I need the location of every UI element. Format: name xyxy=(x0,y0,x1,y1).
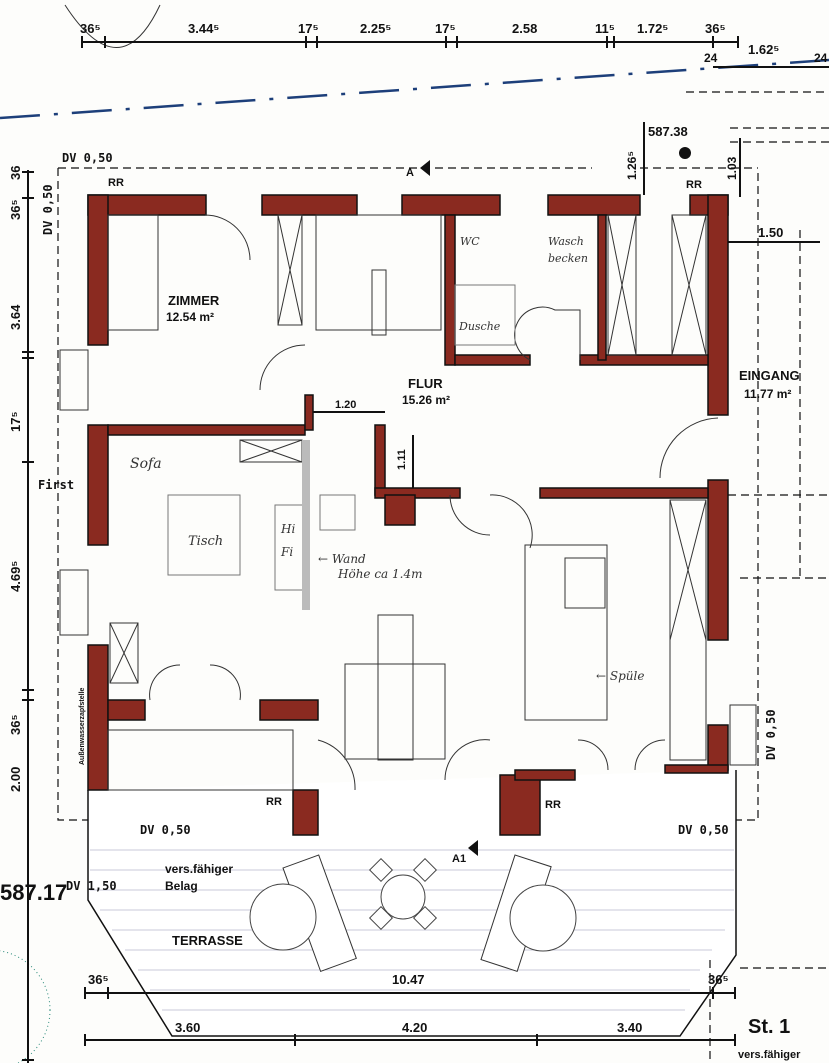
left-dimension-chain: 36 36⁵ 3.64 17⁵ 4.69⁵ 36⁵ 2.00 xyxy=(8,166,34,1063)
room-name-zimmer: ZIMMER xyxy=(168,293,220,308)
flur-depth-dim: 1.11 xyxy=(396,449,408,470)
downpipe-label-4: RR xyxy=(545,799,561,811)
dim-bottom2-1: 4.20 xyxy=(402,1020,427,1035)
terrace xyxy=(87,770,737,1037)
property-line xyxy=(0,58,829,120)
dim-top-2: 17⁵ xyxy=(298,21,319,36)
tree-outline-bottom xyxy=(0,950,51,1063)
note-sink: ← Spüle xyxy=(596,669,644,683)
roof-overhang-terrace: DV 1,50 xyxy=(66,879,117,893)
note-wall-1: ← Wand xyxy=(318,552,366,566)
room-area-eingang: 11.77 m² xyxy=(744,387,791,401)
footer-label: St. 1 xyxy=(748,1016,790,1038)
note-shower: Dusche xyxy=(458,320,501,333)
downpipe-label-3: RR xyxy=(266,796,282,808)
dim-left-4: 36⁵ xyxy=(8,714,23,735)
note-wash-2: becken xyxy=(548,252,588,265)
dim-top-7: 1.72⁵ xyxy=(637,21,668,36)
dim-left-5: 2.00 xyxy=(8,767,23,792)
dim-bottom2-0: 3.60 xyxy=(175,1020,200,1035)
dim-top-0: 36⁵ xyxy=(80,21,101,36)
room-name-eingang: EINGANG xyxy=(739,368,800,383)
patio-table-icon xyxy=(380,874,426,920)
dim-top-3: 2.25⁵ xyxy=(360,21,391,36)
elevation-point-icon xyxy=(679,147,691,159)
outdoor-tap-label: Außenwasserzapfstelle xyxy=(79,687,86,765)
parasol-right-icon xyxy=(509,884,577,952)
dim-top-6: 11⁵ xyxy=(595,21,615,36)
roof-overhang-right: DV 0,50 xyxy=(764,709,778,760)
dim-bottom1-2: 36⁵ xyxy=(708,972,729,987)
dim-top-right-0: 24 xyxy=(704,51,718,65)
note-hifi-2: Fi xyxy=(280,545,293,559)
roof-overhang-outline xyxy=(57,167,759,821)
dim-left-0: 36⁵ xyxy=(8,199,23,220)
dim-top-right-2: 24 xyxy=(814,51,828,65)
roof-overhang-bottom-right: DV 0,50 xyxy=(678,823,729,837)
entry-width-dim: 1.50 xyxy=(758,225,783,240)
tree-outline-top xyxy=(64,4,161,48)
dim-left-1: 3.64 xyxy=(8,304,23,330)
downpipe-label-2: RR xyxy=(686,179,702,191)
roof-overhang-left: DV 0,50 xyxy=(41,184,55,235)
elevation-terrace: 587.17 xyxy=(0,880,67,905)
room-area-zimmer: 12.54 m² xyxy=(166,310,214,324)
elevation-entry: 587.38 xyxy=(648,124,688,139)
note-sofa: Sofa xyxy=(130,456,162,472)
labels: 36⁵ 10.47 36⁵ 3.60 4.20 3.40 St. 1 vers.… xyxy=(0,124,801,1061)
footer-sub: vers.fähiger xyxy=(738,1049,801,1061)
note-table: Tisch xyxy=(188,534,223,549)
note-wall-2: Höhe ca 1.4m xyxy=(337,567,423,581)
roof-overhang-top: DV 0,50 xyxy=(62,151,113,165)
note-wc: WC xyxy=(460,235,480,248)
room-name-terrasse: TERRASSE xyxy=(172,933,243,948)
section-marker-bottom: A1 xyxy=(452,853,466,865)
fixtures xyxy=(59,214,757,791)
patio-chairs-icon xyxy=(368,857,438,931)
dim-left-3: 4.69⁵ xyxy=(8,561,23,592)
entry-h1-dim: 1.26⁵ xyxy=(625,151,639,180)
note-hifi-1: Hi xyxy=(280,522,295,536)
terrace-surface-1: vers.fähiger xyxy=(165,862,233,876)
dim-top-4: 17⁵ xyxy=(435,21,456,36)
pencil-sketches xyxy=(167,284,516,610)
roof-overhang-bottom-left: DV 0,50 xyxy=(140,823,191,837)
carport-outline xyxy=(686,91,829,580)
ridge-label: First xyxy=(38,478,74,492)
walls xyxy=(87,194,729,836)
bottom-dimension-chains xyxy=(84,960,829,1063)
note-wash-1: Wasch xyxy=(548,235,584,248)
downpipe-label-1: RR xyxy=(108,177,124,189)
top-dimension-chain: 36⁵ 3.44⁵ 17⁵ 2.25⁵ 17⁵ 2.58 11⁵ 1.72⁵ 3… xyxy=(80,21,829,68)
dim-left-cut: 36 xyxy=(8,166,23,180)
dim-left-2: 17⁵ xyxy=(8,411,23,432)
parasol-left-icon xyxy=(249,883,317,951)
dim-top-8: 36⁵ xyxy=(705,21,726,36)
dim-top-1: 3.44⁵ xyxy=(188,21,219,36)
dim-bottom1-0: 36⁵ xyxy=(88,972,109,987)
room-area-flur: 15.26 m² xyxy=(402,393,450,407)
flur-width-dim: 1.20 xyxy=(335,399,356,411)
dim-bottom2-2: 3.40 xyxy=(617,1020,642,1035)
dim-top-5: 2.58 xyxy=(512,21,537,36)
entry-h2-dim: 1.03 xyxy=(725,156,739,180)
dim-bottom1-1: 10.47 xyxy=(392,972,425,987)
terrace-surface-2: Belag xyxy=(165,879,198,893)
room-name-flur: FLUR xyxy=(408,376,443,391)
dim-top-right-1: 1.62⁵ xyxy=(748,42,779,57)
section-marker-top: A xyxy=(406,167,414,179)
